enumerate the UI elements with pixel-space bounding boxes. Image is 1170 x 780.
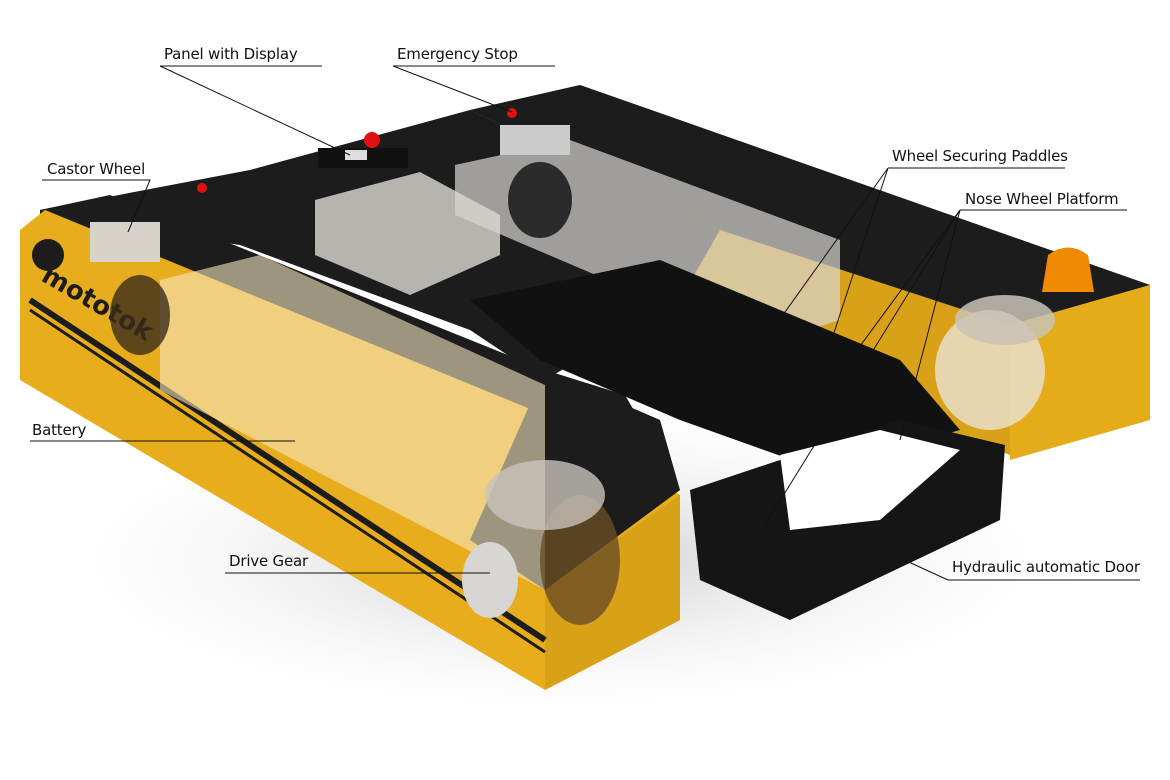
beacon-light	[1042, 247, 1094, 292]
mechanism	[470, 260, 960, 470]
emergency-stop-button-left	[197, 183, 207, 193]
label-panel-with-display: Panel with Display	[164, 45, 298, 63]
label-drive-gear: Drive Gear	[229, 552, 308, 570]
label-emergency-stop: Emergency Stop	[397, 45, 518, 63]
drive-gear	[462, 542, 518, 618]
label-hydraulic-automatic-door: Hydraulic automatic Door	[952, 558, 1140, 576]
display	[345, 150, 367, 160]
emergency-stop-button-rear	[507, 108, 517, 118]
right-wheel-mount	[955, 295, 1055, 345]
castor-wheel-rear	[508, 162, 572, 238]
label-wheel-securing-paddles: Wheel Securing Paddles	[892, 147, 1068, 165]
battery-box	[160, 255, 545, 590]
panel-box	[315, 172, 500, 295]
drive-motor	[485, 460, 605, 530]
emergency-stop-button	[364, 132, 380, 148]
nose-wheel-platform	[780, 430, 960, 530]
label-battery: Battery	[32, 421, 87, 439]
label-castor-wheel: Castor Wheel	[47, 160, 146, 178]
castor-mount-rear	[500, 125, 570, 155]
leader-lines	[30, 65, 1140, 581]
label-nose-wheel-platform: Nose Wheel Platform	[965, 190, 1119, 208]
castor-mount	[90, 222, 160, 262]
logo-mark	[32, 239, 64, 271]
castor-wheel	[110, 275, 170, 355]
